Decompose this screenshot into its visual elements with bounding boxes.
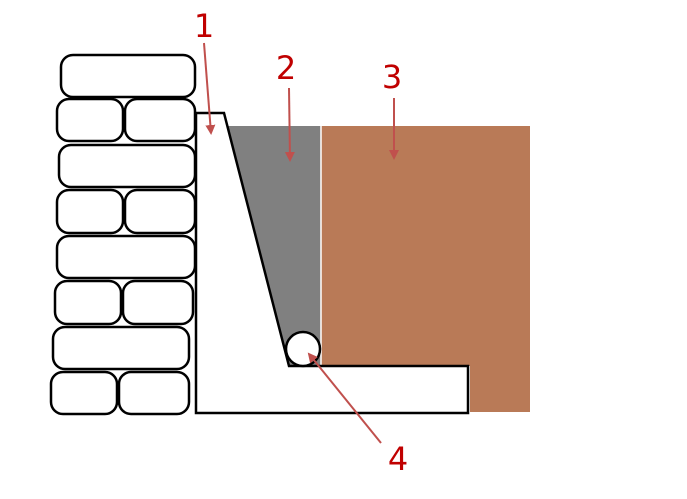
stone-block — [55, 188, 125, 235]
drainage-fill-region — [228, 126, 321, 366]
stone-block — [55, 234, 197, 280]
stone-block — [53, 279, 123, 326]
callout-arrow-1 — [203, 42, 216, 135]
stone-block — [59, 53, 197, 99]
retaining-wall — [194, 111, 470, 415]
stone-block — [121, 279, 195, 326]
stone-block — [49, 370, 119, 416]
stone-block — [57, 143, 197, 189]
callout-label-1: 1 — [194, 7, 214, 45]
stone-block — [51, 325, 191, 371]
callout-label-2: 2 — [276, 49, 296, 87]
callout-arrow-4 — [307, 352, 382, 444]
stone-block — [123, 97, 197, 143]
soil-region — [320, 126, 530, 412]
stone-block — [117, 370, 191, 416]
stone-block — [55, 97, 125, 143]
callout-label-3: 3 — [382, 58, 402, 96]
callout-arrow-2 — [284, 87, 295, 162]
stone-masonry — [49, 53, 197, 416]
callout-label-4: 4 — [388, 440, 408, 478]
stone-block — [123, 188, 197, 235]
